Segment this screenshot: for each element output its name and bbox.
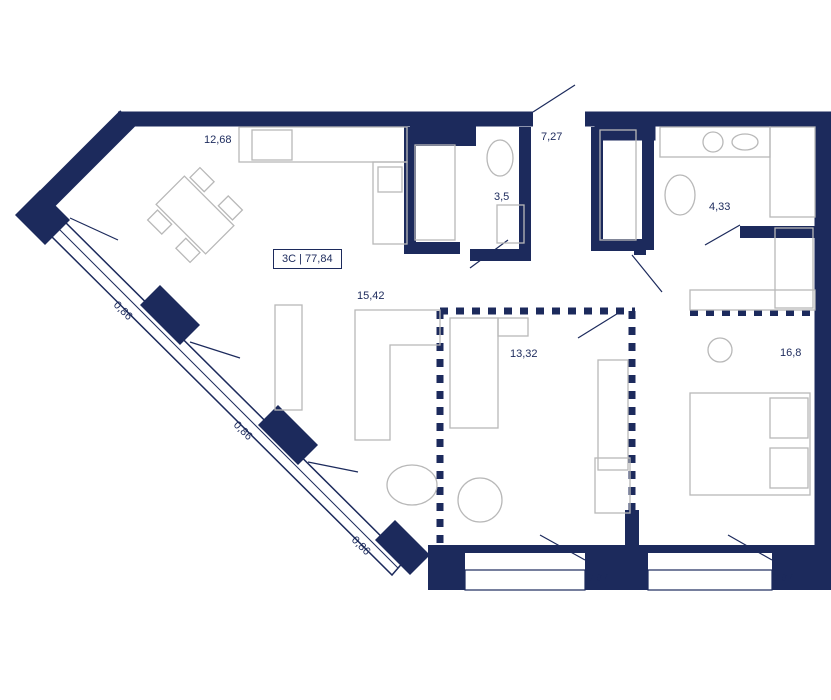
washbasin-1-icon (496, 204, 525, 244)
room-area-hall: 7,27 (541, 131, 563, 143)
bathtub-1-icon (414, 144, 456, 241)
pier-0 (15, 190, 70, 245)
wardrobe-1 (599, 129, 637, 241)
room-area-living: 15,42 (357, 290, 385, 302)
washbasin-2-icon (702, 131, 724, 153)
bed-2-icon (689, 392, 811, 496)
desk-icon (594, 457, 631, 514)
toilet-2-icon (664, 174, 696, 216)
sofa-icon (354, 309, 441, 441)
balcony-area-5: 0,97 (772, 572, 794, 584)
pier-2 (258, 405, 318, 465)
shelf (689, 289, 816, 311)
armchair-icon (457, 477, 503, 523)
dining-table-icon (146, 166, 244, 264)
bathroom-2-wall-block (594, 111, 656, 141)
furniture (146, 126, 816, 523)
wardrobe-2 (774, 227, 814, 309)
window-wall (15, 190, 430, 577)
lamp-icon (707, 337, 733, 363)
kitchen-counter-side (372, 161, 408, 245)
pier-3 (375, 520, 430, 575)
kitchen-counter (238, 126, 408, 163)
stove-icon (251, 129, 293, 161)
wardrobe-3 (597, 359, 629, 471)
door-swings (69, 84, 773, 561)
tv-stand (274, 304, 303, 411)
bath-2-counter (659, 126, 771, 158)
room-area-bedroom-2: 16,8 (780, 347, 802, 359)
room-area-bedroom-1: 13,32 (510, 348, 538, 360)
room-area-kitchen: 12,68 (204, 134, 232, 146)
sink-icon (377, 166, 403, 193)
room-area-bathroom-1: 3,5 (494, 191, 510, 203)
pier-1 (140, 285, 200, 345)
bathtub-2-icon (769, 126, 816, 218)
bed-1-icon (449, 317, 499, 429)
toilet-1-icon (486, 139, 514, 177)
balcony-area-4: 0,97 (587, 572, 609, 584)
bathroom-1-wall-block (410, 126, 476, 146)
apartment-type-badge: 3С | 77,84 (273, 249, 342, 269)
bottom-wall (428, 545, 831, 590)
room-area-bathroom-2: 4,33 (709, 201, 731, 213)
bathroom-2-walls (591, 127, 815, 255)
walls (22, 110, 831, 560)
bottom-windows (464, 569, 773, 591)
coffee-table-icon (386, 464, 438, 506)
